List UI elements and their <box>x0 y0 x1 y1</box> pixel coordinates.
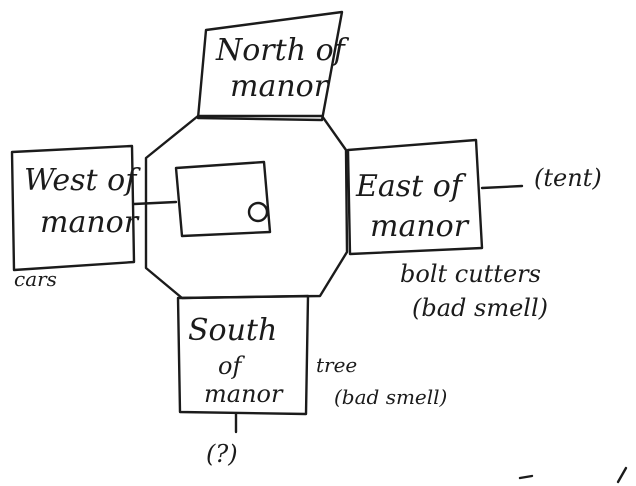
stray-mark-1 <box>518 474 534 480</box>
north-room-line2: manor <box>230 69 330 104</box>
east-exit-label: (tent) <box>534 164 602 192</box>
south-room-line1: South <box>188 313 277 348</box>
manor-inner-rectangle <box>174 160 272 238</box>
west-room-box <box>10 144 136 272</box>
west-room-line1: West of <box>24 163 141 198</box>
north-room-line1: North of <box>215 33 350 68</box>
east-room-line1: East of <box>355 169 467 204</box>
stray-mark-2 <box>616 466 628 484</box>
east-room-line2: manor <box>370 209 470 244</box>
west-note-cars: cars <box>14 267 57 291</box>
east-item-label: bolt cutters <box>400 260 541 288</box>
east-room-box <box>346 138 484 256</box>
east-item-note: (bad smell) <box>412 294 548 322</box>
south-exit-label: (?) <box>206 440 238 468</box>
manor-outline <box>144 114 349 300</box>
south-room-line3: manor <box>204 380 284 408</box>
west-connector <box>132 200 178 206</box>
west-room-line2: manor <box>40 205 140 240</box>
north-room-box <box>196 10 344 122</box>
manor-inner-circle <box>247 201 269 223</box>
south-room-line2: of <box>218 352 245 380</box>
south-item-label: tree <box>316 353 357 377</box>
south-item-note: (bad smell) <box>334 385 447 409</box>
south-room-box <box>176 294 310 416</box>
east-exit-line <box>480 184 524 190</box>
